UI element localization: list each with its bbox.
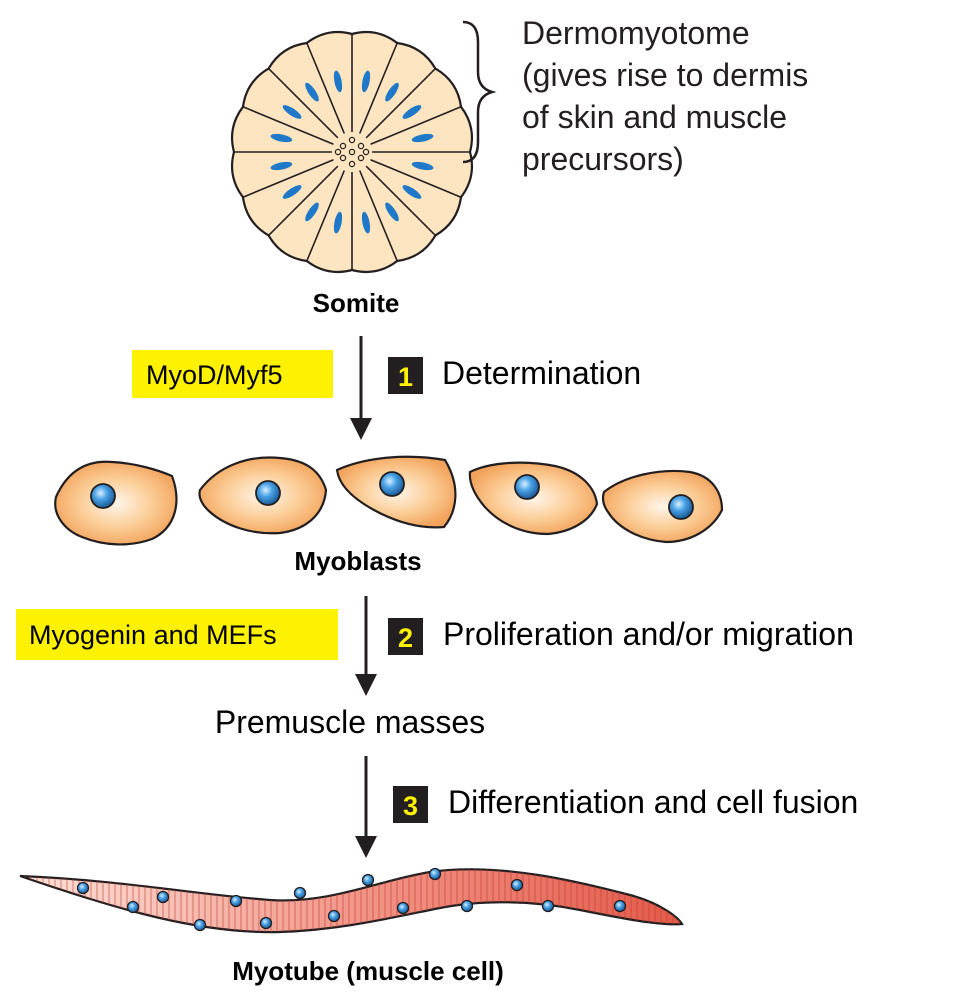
factor-highlight-myod — [132, 350, 333, 398]
somite-illustration — [230, 30, 474, 274]
nucleus-icon — [327, 909, 341, 923]
somite-cell-divider — [306, 42, 346, 134]
somite-cell-divider — [268, 68, 339, 139]
somite-lumen-dot — [357, 154, 365, 162]
myotube-nuclei — [76, 867, 627, 932]
step-2-label: Proliferation and/or migration — [443, 616, 854, 652]
somite-label: Somite — [313, 288, 400, 318]
nucleus-icon — [259, 916, 273, 930]
somite-nucleus-icon — [333, 211, 343, 234]
somite-lumen-dot — [339, 142, 347, 150]
myoblast-cell — [54, 460, 178, 546]
somite-cell-divider — [365, 165, 436, 236]
nucleus-icon — [428, 867, 442, 881]
step-2-number: 2 — [398, 623, 413, 653]
nucleus-icon — [510, 878, 524, 892]
somite-lumen-dot — [334, 148, 342, 156]
somite-nucleus-icon — [361, 211, 371, 234]
nucleus-icon — [361, 873, 375, 887]
step-1-label: Determination — [442, 355, 641, 391]
dermomyotome-line-4: precursors) — [522, 141, 684, 177]
somite-nucleus-icon — [411, 133, 434, 143]
nucleus-icon — [229, 894, 243, 908]
nucleus-icon — [668, 494, 694, 520]
nucleus-icon — [76, 881, 90, 895]
step-3-badge — [393, 786, 428, 823]
nucleus-icon — [460, 899, 474, 913]
somite-cell-divider — [306, 170, 346, 262]
nucleus-icon — [293, 886, 307, 900]
somite-lumen — [332, 132, 372, 172]
somite-lumen-dot — [362, 148, 370, 156]
nucleus-icon — [255, 480, 281, 506]
step-1-number: 1 — [398, 362, 413, 392]
somite-nucleus-icon — [361, 70, 371, 93]
somite-nucleus-icon — [282, 185, 302, 199]
nucleus-icon — [126, 900, 140, 914]
somite-cell-divider — [268, 165, 339, 236]
somite-nucleus-icon — [411, 161, 434, 171]
somite-lumen-dot — [348, 136, 356, 144]
nucleus-icon — [156, 890, 170, 904]
myoblast-cell — [198, 456, 328, 535]
arrow-head-1 — [350, 418, 372, 440]
somite-nucleus-icon — [305, 82, 319, 102]
dermomyotome-line-3: of skin and muscle — [522, 99, 787, 135]
myotube-label: Myotube (muscle cell) — [232, 956, 504, 986]
somite-nucleus-icon — [282, 105, 302, 119]
factor-myod-myf5: MyoD/Myf5 — [146, 360, 283, 390]
nucleus-icon — [379, 471, 405, 497]
arrow-head-3 — [355, 836, 377, 858]
factor-myogenin-mefs: Myogenin and MEFs — [29, 620, 277, 650]
somite-lumen-dot — [348, 160, 356, 168]
nucleus-icon — [193, 918, 207, 932]
somite-cell-divider — [358, 170, 398, 262]
nucleus-icon — [613, 899, 627, 913]
step-3-number: 3 — [403, 791, 418, 821]
premuscle-masses-label: Premuscle masses — [215, 704, 485, 740]
somite-cell-divider — [358, 42, 398, 134]
dermomyotome-label: Dermomyotome (gives rise to dermis of sk… — [522, 15, 817, 177]
somite-lumen-dot — [357, 142, 365, 150]
step-1-badge — [388, 357, 423, 394]
somite-nucleus-icon — [270, 133, 293, 143]
myotube-illustration — [19, 867, 684, 934]
step-3-label: Differentiation and cell fusion — [448, 784, 858, 820]
somite-cell-divider — [370, 106, 462, 146]
myoblast-cell — [335, 455, 457, 529]
nucleus-icon — [514, 474, 540, 500]
nucleus-icon — [396, 901, 410, 915]
dermomyotome-line-2: (gives rise to dermis — [522, 57, 808, 93]
somite-nucleus-icon — [305, 202, 319, 222]
myoblast-cell — [601, 469, 724, 544]
somite-cell-divider — [242, 106, 334, 146]
dermomyotome-brace — [462, 20, 497, 164]
dermomyotome-line-1: Dermomyotome — [522, 15, 750, 51]
somite-lumen-dot — [348, 148, 356, 156]
somite-nucleus-icon — [270, 161, 293, 171]
factor-highlight-myogenin — [16, 609, 338, 660]
somite-cell-divider — [370, 158, 462, 198]
myoblast-row — [54, 455, 724, 546]
arrow-head-2 — [355, 674, 377, 696]
somite-nucleus-icon — [385, 202, 399, 222]
somite-cell-divider — [365, 68, 436, 139]
step-2-badge — [388, 618, 423, 655]
nucleus-icon — [541, 899, 555, 913]
somite-nucleus-icon — [385, 82, 399, 102]
myoblasts-label: Myoblasts — [294, 546, 421, 576]
somite-nucleus-icon — [402, 105, 422, 119]
somite-nucleus-icon — [333, 70, 343, 93]
somite-nucleus-icon — [402, 185, 422, 199]
nucleus-icon — [90, 483, 116, 509]
myoblast-cell — [468, 461, 599, 536]
somite-lumen-dot — [339, 154, 347, 162]
somite-cell-divider — [242, 158, 334, 198]
